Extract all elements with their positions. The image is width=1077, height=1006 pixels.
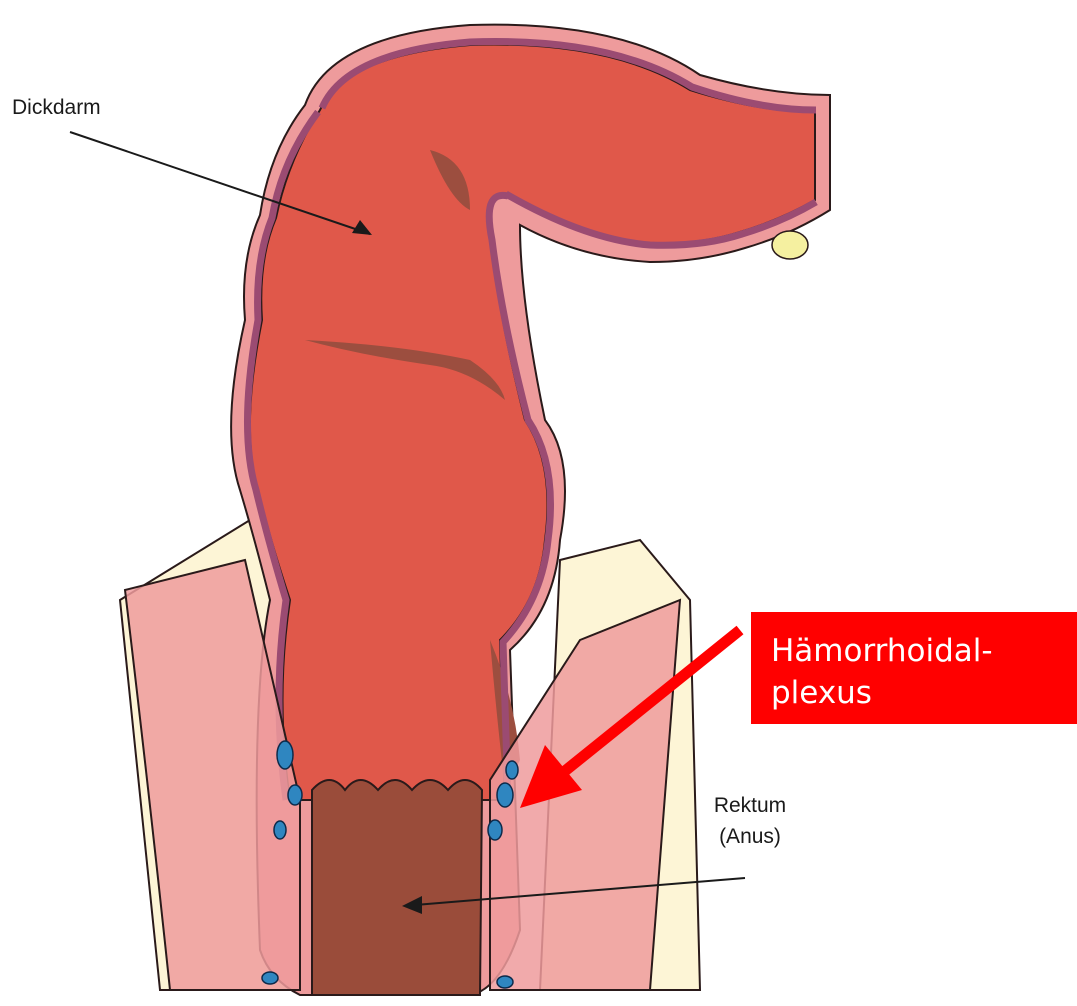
vein-left-1 [277,741,293,769]
vein-right-2 [488,820,502,840]
appendix-nodule [772,231,808,259]
vein-bottom-1 [262,972,278,984]
vein-right-1 [497,783,513,807]
vein-right-3 [506,761,518,779]
vein-left-2 [288,785,302,805]
label-rektum: Rektum (Anus) [690,790,810,852]
anal-canal [312,780,482,995]
label-rektum-line2: (Anus) [690,821,810,852]
sphincter-right [490,600,680,990]
label-dickdarm: Dickdarm [12,96,101,120]
plexus-callout-line2: plexus [771,672,1077,714]
label-rektum-line1: Rektum [690,790,810,821]
vein-left-3 [274,821,286,839]
vein-bottom-2 [497,976,513,988]
plexus-callout-line1: Hämorrhoidal- [771,630,1077,672]
plexus-callout-label: Hämorrhoidal- plexus [751,612,1077,724]
